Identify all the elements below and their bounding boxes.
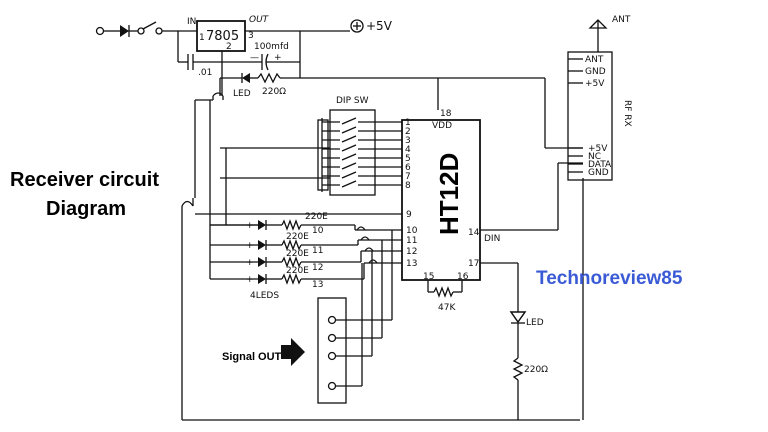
led-resistor — [281, 273, 302, 285]
cap1-label: .01 — [198, 68, 212, 78]
vcc-label: +5V — [366, 19, 393, 33]
ic-pin-label: 4 — [405, 145, 411, 155]
output-leds-label: 4LEDS — [250, 291, 279, 301]
power-led-resistor — [257, 72, 281, 84]
signal-out-label: Signal OUT — [222, 351, 282, 363]
rf-pin-label: NC — [588, 152, 601, 162]
power-led-resistor-label: 220Ω — [262, 87, 286, 97]
brand-watermark: Technoreview85 — [536, 268, 683, 289]
ic-pin-label: 5 — [405, 154, 411, 164]
rf-label: RF RX — [622, 100, 632, 127]
diagram-title-line1: Receiver circuit — [10, 169, 159, 191]
ic-vdd-pin: 18 — [440, 109, 452, 119]
ic-pin-label: 6 — [405, 163, 411, 173]
power-led: LED 220Ω — [219, 62, 301, 99]
led-pin-label: 13 — [312, 280, 323, 290]
ic-pin16: 16 — [457, 272, 469, 282]
regulator-pin1: 1 — [199, 33, 205, 43]
led-icon — [258, 240, 266, 250]
svg-text:+: + — [274, 53, 282, 63]
regulator-label: 7805 — [206, 29, 239, 44]
svg-text:+: + — [246, 258, 254, 268]
rf-pin-label: GND — [585, 67, 606, 77]
svg-text:—: — — [250, 53, 259, 63]
ic-label: HT12D — [434, 153, 464, 235]
ic-pin-label: 3 — [405, 136, 411, 146]
signal-pin-icon — [327, 315, 337, 325]
led-resistor — [281, 239, 302, 251]
ic-pin-label: 1 — [405, 118, 411, 128]
svg-text:+: + — [246, 241, 254, 251]
diagram-title-line2: Diagram — [46, 198, 126, 220]
power-led-label: LED — [233, 89, 251, 99]
ic-vdd-label: VDD — [432, 121, 452, 131]
ic-pin-label: 8 — [405, 181, 411, 191]
valid-led-resistor-label: 220Ω — [524, 365, 548, 375]
ic-pin-label: 9 — [406, 210, 412, 220]
ic-pin-label: 13 — [406, 259, 417, 269]
valid-led: LED 220Ω — [509, 263, 548, 420]
svg-text:+: + — [246, 221, 254, 231]
osc-resistor — [433, 286, 454, 298]
led-resistor — [281, 219, 302, 231]
led-resistor-label: 220E — [286, 249, 309, 259]
rf-pin-label: DATA — [588, 160, 612, 170]
ic-pin-label: 2 — [405, 127, 411, 137]
regulator-pin3: 3 — [248, 31, 254, 41]
regulator-in-label: IN — [187, 17, 196, 27]
led-resistor-label: 220E — [286, 266, 309, 276]
led-icon — [258, 220, 266, 230]
dip-switch-label: DIP SW — [336, 96, 369, 106]
valid-led-label: LED — [526, 318, 544, 328]
regulator-out-label: OUT — [249, 15, 270, 25]
led-resistor — [281, 256, 302, 268]
ground-rail — [181, 62, 580, 421]
ic-pin17: 17 — [468, 259, 479, 269]
cap2-label: 100mfd — [254, 42, 289, 52]
ic-pin15: 15 — [423, 272, 434, 282]
signal-out: Signal OUT — [222, 230, 393, 404]
led-resistor-label: 220E — [286, 232, 309, 242]
led-resistor-label: 220E — [305, 212, 328, 222]
voltage-regulator: IN OUT 1 7805 3 2 +5V — [187, 15, 393, 52]
power-input — [95, 21, 197, 37]
ic-pin-label: 10 — [406, 226, 418, 236]
led-pin-label: 11 — [312, 246, 323, 256]
filter-capacitors: .01 100mfd — + — [177, 31, 301, 78]
led-icon — [509, 311, 527, 324]
svg-text:+: + — [246, 275, 254, 285]
antenna-icon — [588, 19, 608, 29]
signal-pin-icon — [327, 333, 337, 343]
led-pin-label: 12 — [312, 263, 323, 273]
ic-pin-label: 7 — [405, 172, 411, 182]
ic-pin-label: 11 — [406, 236, 417, 246]
rf-pin-label: GND — [588, 168, 609, 178]
vcc-terminal-icon — [350, 19, 364, 33]
rf-pin-label: +5V — [588, 144, 608, 154]
ic-din-label: DIN — [484, 234, 500, 244]
osc-resistor-label: 47K — [438, 303, 456, 313]
rf-pin-label: ANT — [585, 55, 604, 65]
signal-pin-icon — [327, 351, 337, 361]
led-pin-label: 10 — [312, 226, 324, 236]
ic-din-pin: 14 — [468, 228, 480, 238]
vcc-bus — [209, 77, 583, 226]
rf-pin-label: +5V — [585, 79, 605, 89]
regulator-pin2: 2 — [226, 42, 232, 52]
arrow-right-icon — [281, 338, 305, 366]
led-icon — [258, 257, 266, 267]
ic-pin-label: 12 — [406, 247, 417, 257]
signal-pin-icon — [327, 381, 337, 391]
led-icon — [258, 274, 266, 284]
antenna-label: ANT — [612, 15, 631, 25]
valid-led-resistor — [512, 357, 524, 381]
